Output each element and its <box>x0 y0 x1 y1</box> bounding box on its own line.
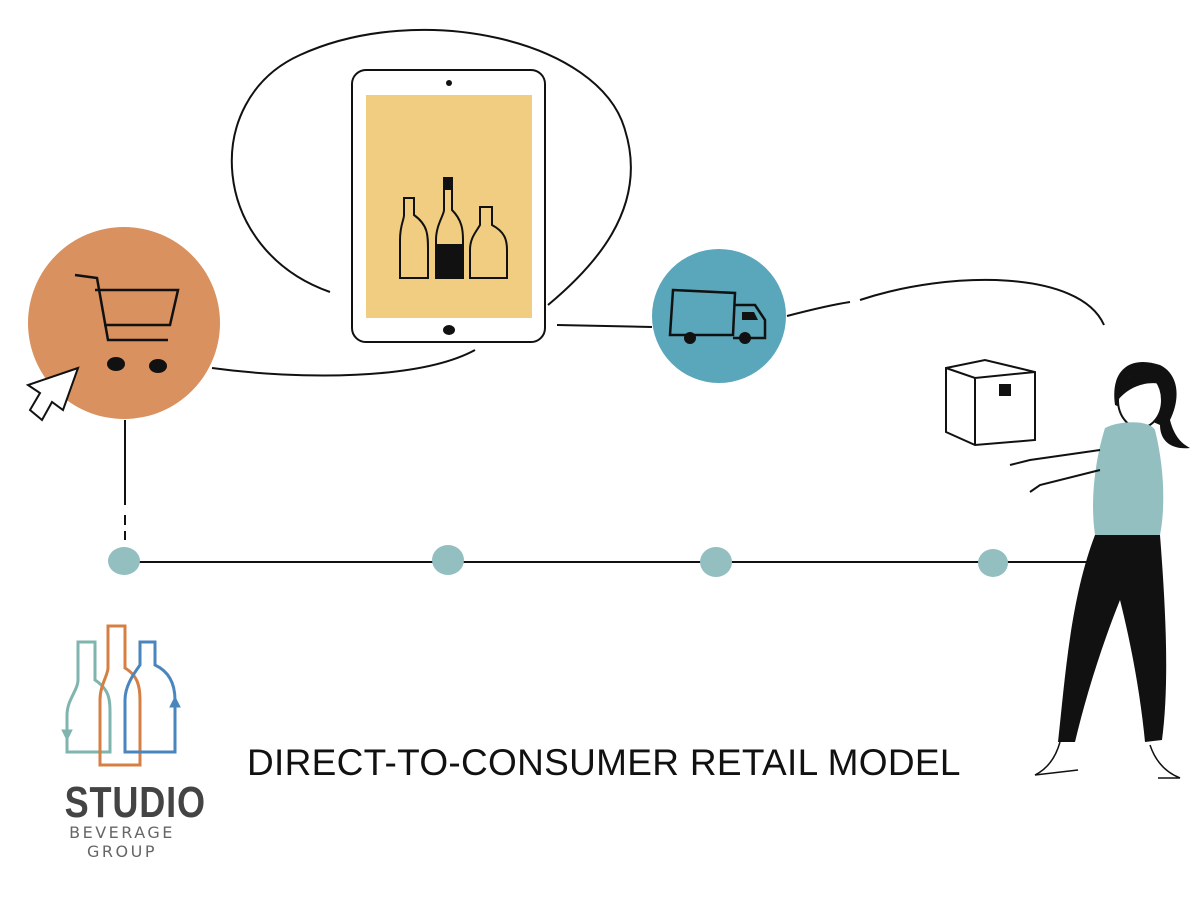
timeline-dot-2 <box>432 545 464 575</box>
tablet-screen <box>366 95 532 318</box>
diagram-title: DIRECT-TO-CONSUMER RETAIL MODEL <box>247 742 961 783</box>
timeline-dot-4 <box>978 549 1008 577</box>
timeline <box>108 545 1090 577</box>
customer-figure <box>1009 361 1190 779</box>
truck-circle <box>652 249 786 383</box>
connector-cart-tablet <box>211 349 476 377</box>
truck-step <box>652 249 786 383</box>
connector-loop <box>230 29 632 306</box>
cart-step <box>25 227 220 422</box>
delivery-truck-icon <box>668 288 767 340</box>
logo-beverage-text: BEVERAGE <box>69 823 175 842</box>
cursor-icon <box>25 366 80 422</box>
timeline-dot-1 <box>108 547 140 575</box>
logo-studio-text: STUDIO <box>64 778 206 827</box>
tablet-icon <box>351 69 546 343</box>
logo-group-text: GROUP <box>87 842 157 861</box>
package-icon <box>945 358 1036 447</box>
connector-truck-customer <box>786 278 1105 326</box>
studio-beverage-logo-mark <box>61 624 181 767</box>
connector-tablet-truck <box>556 324 653 328</box>
timeline-dot-3 <box>700 547 732 577</box>
bottles-icon <box>399 177 508 279</box>
shopping-cart-icon <box>74 273 180 342</box>
